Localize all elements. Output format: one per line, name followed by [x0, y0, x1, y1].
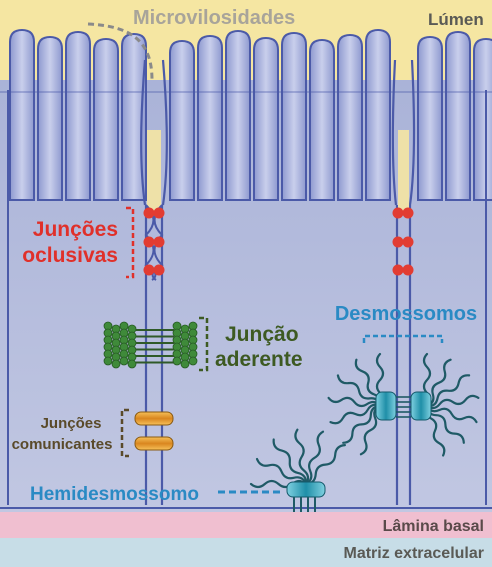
hemidesmosome-plaque	[286, 481, 326, 498]
tight-junction-protein	[143, 236, 155, 248]
desmosome-plaque	[410, 391, 432, 421]
keratin-filament	[342, 404, 382, 444]
microvillus	[445, 30, 471, 201]
gap-junctions-label-line2: comunicantes	[12, 436, 113, 453]
desmosome	[375, 391, 432, 421]
gap-junction-channel	[134, 436, 174, 451]
tight-junction-protein	[143, 264, 155, 276]
gap-junction-bracket	[120, 408, 129, 458]
tight-junction-protein	[143, 207, 155, 219]
right-cleft-space	[398, 130, 409, 215]
microvillus	[121, 32, 147, 201]
tight-junction-protein	[153, 207, 165, 219]
keratin-filament	[336, 374, 382, 408]
gap-junction-channel	[134, 411, 174, 426]
keratin-filament	[255, 457, 308, 486]
adherens-label-line1: Junção	[225, 323, 299, 346]
extracellular-matrix-band	[0, 538, 492, 567]
tight-junction-protein	[392, 264, 404, 276]
lumen-label: Lúmen	[428, 10, 484, 29]
actin-filament-dot	[127, 359, 137, 369]
microvillus	[417, 35, 443, 201]
microvillus	[169, 39, 195, 201]
keratin-filament	[329, 403, 382, 425]
keratin-filament	[359, 404, 382, 456]
actin-filament-dot	[180, 359, 190, 369]
hemidesmosome-label: Hemidesmossomo	[30, 484, 199, 505]
keratin-filament	[327, 396, 382, 408]
tight-junction-protein	[153, 236, 165, 248]
tight-junctions-label-line2: oclusivas	[22, 244, 118, 267]
keratin-filament	[425, 358, 452, 408]
adherens-label-line2: aderente	[215, 348, 303, 371]
keratin-filament	[425, 404, 478, 424]
gap-junctions	[134, 411, 174, 451]
tight-junction-protein	[402, 236, 414, 248]
tight-junctions-right	[392, 207, 414, 276]
actin-filament-dot	[172, 356, 182, 366]
actin-filament-dot	[119, 356, 129, 366]
basal-lamina-band	[0, 512, 492, 538]
keratin-filament	[425, 394, 480, 410]
hemidesmosome	[286, 481, 326, 512]
microvillus	[37, 35, 63, 201]
tight-junction-protein	[402, 207, 414, 219]
keratin-filament	[272, 438, 308, 486]
adherens-junction	[103, 321, 198, 369]
microvillus	[9, 28, 35, 201]
microvillus	[253, 36, 279, 201]
actin-filament-dot	[103, 356, 113, 366]
desmosome-bracket	[362, 334, 444, 343]
tight-junctions-left	[143, 204, 165, 281]
microvillus	[65, 30, 91, 201]
tight-junction-protein	[402, 264, 414, 276]
microvillus	[365, 28, 391, 201]
actin-filament-dot	[188, 356, 198, 366]
extracellular-matrix-label: Matriz extracelular	[343, 545, 484, 562]
microvilli-leader	[87, 22, 154, 81]
gap-junctions-label-line1: Junções	[41, 415, 102, 432]
tight-junction-bracket	[126, 206, 135, 279]
desmosome-plaque	[375, 391, 397, 421]
keratin-filament	[425, 374, 471, 408]
left-cleft-space	[147, 130, 161, 215]
lateral-membranes	[140, 59, 416, 505]
microvillus	[93, 37, 119, 201]
adherens-bracket	[199, 316, 209, 372]
microvillus	[309, 38, 335, 201]
keratin-filament	[425, 404, 465, 444]
microvillus	[197, 34, 223, 201]
desmosomes-label: Desmossomos	[335, 303, 477, 325]
microvilli-layer	[9, 28, 492, 201]
microvillus	[473, 37, 492, 201]
tight-junction-protein	[392, 236, 404, 248]
keratin-filament	[304, 430, 325, 486]
tight-junction-protein	[153, 264, 165, 276]
actin-filament-dot	[111, 359, 121, 369]
basal-lamina-label: Lâmina basal	[383, 518, 484, 535]
keratin-filament	[304, 444, 346, 486]
microvillus	[281, 31, 307, 201]
microvillus	[225, 29, 251, 201]
microvillus	[337, 33, 363, 201]
tight-junction-protein	[392, 207, 404, 219]
microvilli-label: Microvilosidades	[133, 7, 295, 29]
tight-junctions-label-line1: Junções	[33, 218, 118, 241]
keratin-filament	[294, 428, 310, 486]
